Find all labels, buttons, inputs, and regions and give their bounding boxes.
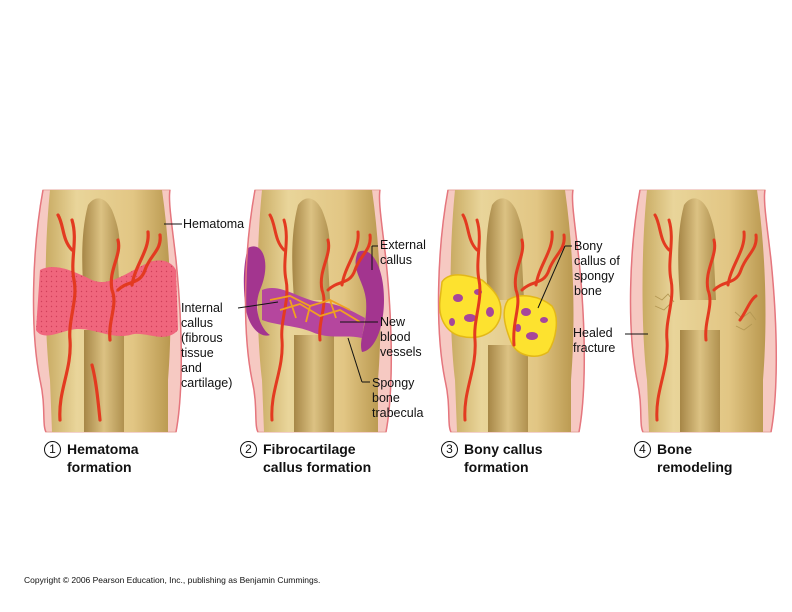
stage-4-bone (629, 189, 777, 433)
stage-2-title: Fibrocartilage callus formation (263, 441, 372, 475)
leader-lines (164, 223, 648, 383)
label-spongy-bone-trabecula: Spongy bone trabecula (372, 376, 424, 420)
stage-1-bone (32, 189, 182, 433)
label-healed-fracture: Healed fracture (573, 326, 616, 355)
stage-3-title: Bony callus formation (464, 441, 543, 475)
stage-1-number: 1 (44, 441, 61, 458)
stage-3-bone (437, 189, 585, 433)
label-internal-callus: Internal callus (fibrous tissue and cart… (181, 301, 233, 390)
stage-2-number: 2 (240, 441, 257, 458)
stage-4-number: 4 (634, 441, 651, 458)
label-external-callus: External callus (380, 238, 426, 267)
label-hematoma: Hematoma (183, 217, 245, 231)
copyright-notice: Copyright © 2006 Pearson Education, Inc.… (24, 575, 321, 585)
stage-1-title: Hematoma formation (67, 441, 139, 475)
label-bony-callus: Bony callus of spongy bone (574, 239, 620, 298)
stage-3-number: 3 (441, 441, 458, 458)
stage-2-bone (243, 189, 392, 433)
stage-4-title: Bone remodeling (657, 441, 733, 475)
label-new-blood-vessels: New blood vessels (380, 315, 422, 359)
